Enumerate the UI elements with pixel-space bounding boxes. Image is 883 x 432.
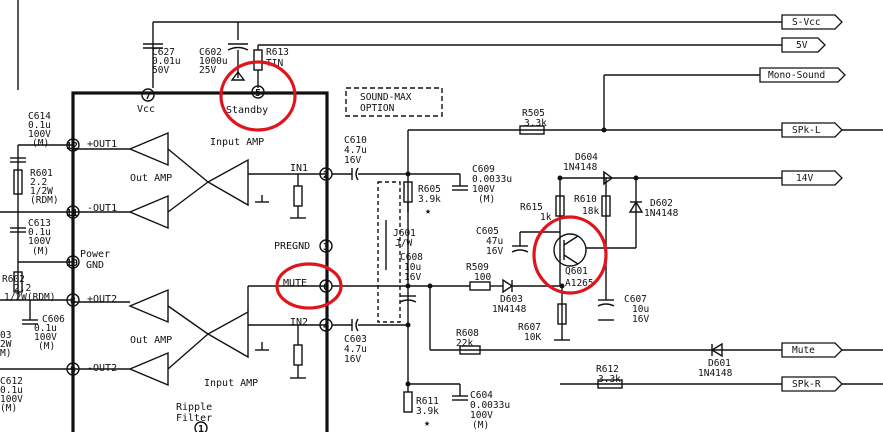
svg-text:Input AMP: Input AMP (204, 378, 258, 389)
svg-text:6: 6 (323, 282, 329, 293)
svg-text:1: 1 (198, 424, 204, 432)
tag-mute: Mute (781, 342, 843, 358)
svg-text:IN2: IN2 (290, 317, 308, 328)
svg-text:11: 11 (66, 208, 78, 219)
svg-text:10: 10 (66, 258, 78, 269)
tag-mono-sound: Mono-Sound (759, 67, 846, 83)
tag-spk-l: SPk-L (781, 122, 843, 138)
tag-spk-r: SPk-R (781, 376, 843, 392)
svg-text:SPk-R: SPk-R (792, 379, 821, 390)
svg-text:+OUT1: +OUT1 (87, 139, 117, 150)
svg-text:S-Vcc: S-Vcc (792, 17, 821, 28)
amplifier-ic-body (71, 91, 329, 432)
svg-text:★: ★ (424, 418, 430, 429)
svg-text:Out AMP: Out AMP (130, 173, 172, 184)
svg-text:3: 3 (323, 242, 329, 253)
svg-text:MUTE: MUTE (283, 278, 307, 289)
svg-text:12: 12 (66, 141, 78, 152)
highlight-mute-pin (275, 262, 343, 310)
svg-text:5V: 5V (796, 40, 808, 51)
svg-text:2: 2 (323, 170, 329, 181)
svg-text:Input AMP: Input AMP (210, 137, 264, 148)
svg-text:7: 7 (145, 91, 151, 102)
svg-text:Standby: Standby (226, 105, 268, 116)
svg-text:GND: GND (86, 260, 104, 271)
svg-text:Power: Power (80, 249, 110, 260)
svg-text:Filter: Filter (176, 413, 212, 424)
svg-text:-OUT1: -OUT1 (87, 203, 117, 214)
svg-text:PREGND: PREGND (274, 241, 310, 252)
svg-text:9: 9 (70, 365, 76, 376)
tag-5v: 5V (781, 37, 826, 53)
svg-text:Ripple: Ripple (176, 402, 212, 413)
tag-svcc: S-Vcc (781, 14, 843, 30)
svg-text:Out AMP: Out AMP (130, 335, 172, 346)
highlight-q601 (532, 215, 608, 295)
svg-text:★: ★ (425, 206, 431, 217)
svg-text:Vcc: Vcc (137, 104, 155, 115)
svg-text:SOUND-MAX: SOUND-MAX (360, 92, 412, 103)
svg-text:OPTION: OPTION (360, 103, 395, 114)
svg-text:5: 5 (255, 88, 261, 99)
svg-text:4: 4 (323, 321, 329, 332)
svg-text:+OUT2: +OUT2 (87, 294, 117, 305)
svg-text:IN1: IN1 (290, 163, 308, 174)
tag-14v: 14V (781, 170, 843, 186)
svg-text:Mono-Sound: Mono-Sound (768, 70, 825, 81)
svg-text:Mute: Mute (792, 345, 815, 356)
svg-text:SPk-L: SPk-L (792, 125, 821, 136)
sound-max-option-box (345, 87, 443, 117)
highlight-standby (219, 60, 297, 132)
svg-text:14V: 14V (796, 173, 813, 184)
